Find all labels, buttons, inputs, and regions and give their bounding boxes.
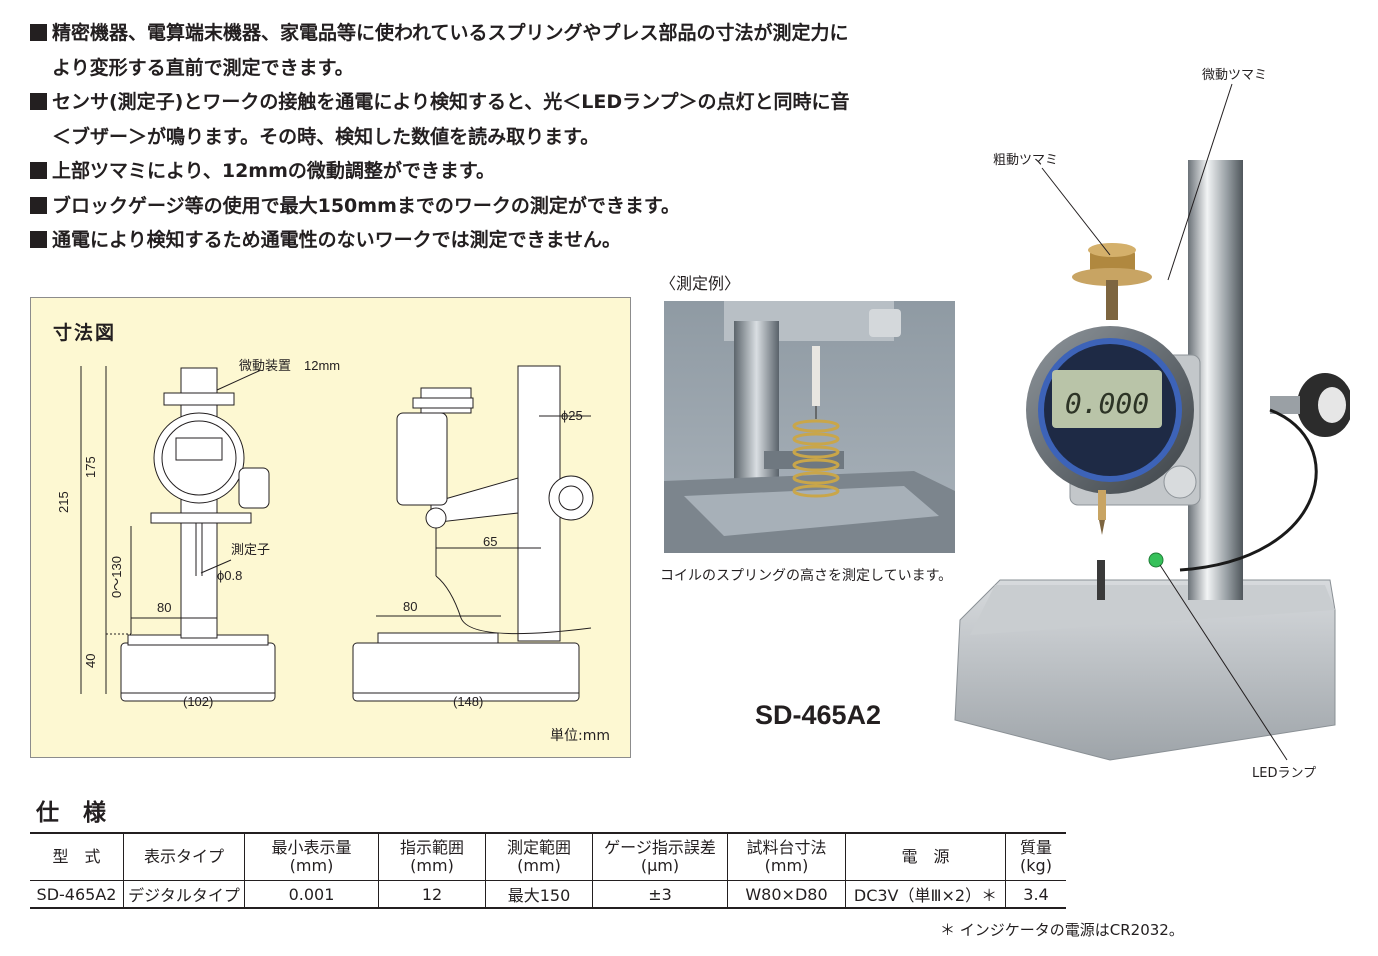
spec-cell-stage-size: W80×D80 [727,880,846,908]
dim-80-side: 80 [403,599,417,614]
square-bullet-icon [30,162,47,179]
dim-fine-device: 微動装置 12mm [239,358,340,373]
feature-text: 精密機器、電算端末機器、家電品等に使われているスプリングやプレス部品の寸法が測定… [52,22,849,44]
spec-header-indication-range: 指示範囲(mm) [378,833,486,881]
dimension-drawing: 215 175 0〜130 40 80 (102) 微動装置 12mm 測定子 … [30,297,631,758]
spec-cell-measuring-range: 最大150 [485,880,593,908]
dim-215: 215 [56,491,71,513]
callout-coarse-knob: 粗動ツマミ [993,153,1059,168]
spec-title: 仕 様 [36,800,115,826]
spec-header-measuring-range: 測定範囲(mm) [485,833,593,881]
example-label: 〈測定例〉 [660,274,741,293]
spec-header-gauge-error: ゲージ指示誤差(μm) [592,833,728,881]
spec-cell-model: SD-465A2 [30,880,124,908]
spec-header-display-type: 表示タイプ [123,833,245,881]
spec-cell-display-type: デジタルタイプ [123,880,245,908]
dimension-drawing-svg: 215 175 0〜130 40 80 (102) 微動装置 12mm 測定子 … [56,358,594,709]
dim-40: 40 [83,654,98,668]
feature-text: ブロックゲージ等の使用で最大150mmまでのワークの測定ができます。 [52,194,680,217]
dimension-unit: 単位:mm [550,728,610,744]
dim-80-front: 80 [157,600,171,615]
feature-item: 上部ツマミにより、12mmの微動調整ができます。 [30,154,970,189]
spec-cell-indication-range: 12 [378,880,486,908]
example-caption: コイルのスプリングの高さを測定しています。 [660,568,953,584]
feature-item: 精密機器、電算端末機器、家電品等に使われているスプリングやプレス部品の寸法が測定… [30,16,970,85]
example-photo [664,301,955,553]
callout-fine-knob: 微動ツマミ [1202,68,1268,83]
dim-148: (148) [453,694,483,709]
spec-header-resolution: 最小表示量(mm) [244,833,379,881]
feature-text: センサ(測定子)とワークの接触を通電により検知すると、光＜LEDランプ＞の点灯と… [52,91,850,113]
spec-footnote: ＊ インジケータの電源はCR2032。 [940,921,1184,939]
dim-probe-dia: ϕ0.8 [217,568,242,583]
spec-header-stage-size: 試料台寸法(mm) [727,833,846,881]
callout-led-lamp: LEDランプ [1252,766,1317,781]
square-bullet-icon [30,24,47,41]
dim-column-dia: ϕ25 [561,408,583,423]
product-photo: 0.000 [954,160,1350,761]
square-bullet-icon [30,231,47,248]
spec-header-mass: 質量(kg) [1019,838,1052,875]
feature-text-cont: ＜ブザー＞が鳴ります。その時、検知した数値を読み取ります。 [52,125,600,148]
spec-cell-mass: 3.4 [1023,884,1049,904]
dimension-drawing-title: 寸法図 [53,322,117,344]
square-bullet-icon [30,196,47,214]
square-bullet-icon [30,93,47,110]
dim-175: 175 [83,456,98,478]
spec-table: 型 式 表示タイプ 最小表示量(mm) 指示範囲(mm) 測定範囲(mm) ゲー… [30,832,1066,909]
feature-text: 通電により検知するため通電性のないワークでは測定できません。 [52,229,622,251]
dim-probe: 測定子 [231,542,270,557]
spec-cell-gauge-error: ±3 [592,880,728,908]
feature-item: センサ(測定子)とワークの接触を通電により検知すると、光＜LEDランプ＞の点灯と… [30,85,970,154]
spec-cell-power: DC3V（単Ⅲ×2）＊ [845,880,1006,908]
spec-cell-resolution: 0.001 [244,880,379,908]
display-reading: 0.000 [1065,387,1149,420]
feature-text: 上部ツマミにより、12mmの微動調整ができます。 [52,160,495,182]
feature-text-cont: より変形する直前で測定できます。 [52,56,354,79]
dim-0-130: 0〜130 [109,556,124,598]
spec-header-power: 電 源 [845,833,1006,881]
spec-header-model: 型 式 [30,833,124,881]
feature-list: 精密機器、電算端末機器、家電品等に使われているスプリングやプレス部品の寸法が測定… [30,16,970,258]
model-name: SD-465A2 [755,700,882,730]
dim-102: (102) [183,694,213,709]
feature-item: ブロックゲージ等の使用で最大150mmまでのワークの測定ができます。 [30,189,970,224]
table-row: SD-465A2 デジタルタイプ 0.001 12 最大150 ±3 W80×D… [30,880,1066,908]
spec-header-row: 型 式 表示タイプ 最小表示量(mm) 指示範囲(mm) 測定範囲(mm) ゲー… [30,833,1066,881]
dim-65: 65 [483,534,497,549]
feature-item: 通電により検知するため通電性のないワークでは測定できません。 [30,223,970,258]
